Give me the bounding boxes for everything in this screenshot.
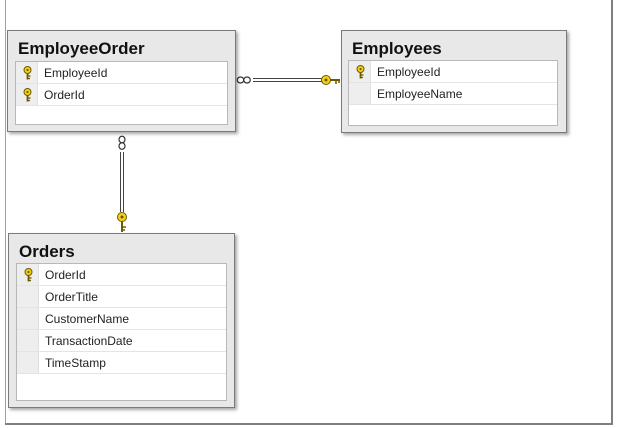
- column-row[interactable]: OrderId: [16, 84, 227, 106]
- column-name: OrderId: [44, 88, 85, 102]
- many-infinity-icon: [236, 76, 251, 84]
- column-name: OrderId: [45, 268, 86, 282]
- primary-key-icon: [24, 268, 33, 282]
- column-row[interactable]: TimeStamp: [17, 352, 226, 374]
- column-list: OrderId OrderTitle CustomerName Transact…: [16, 263, 227, 401]
- column-row[interactable]: TransactionDate: [17, 330, 226, 352]
- canvas-border-right: [611, 0, 613, 424]
- column-row[interactable]: CustomerName: [17, 308, 226, 330]
- table-title: Orders: [19, 242, 75, 261]
- row-selector: [17, 286, 39, 307]
- row-selector: [349, 83, 371, 104]
- table-employeeorder[interactable]: EmployeeOrder EmployeeId OrderId: [7, 30, 236, 132]
- table-employees[interactable]: Employees EmployeeId EmployeeName: [341, 30, 567, 133]
- empty-row: [349, 105, 557, 127]
- column-name: OrderTitle: [45, 290, 98, 304]
- table-title: Employees: [352, 39, 442, 58]
- column-name: TransactionDate: [45, 334, 133, 348]
- many-infinity-icon: [118, 135, 126, 150]
- table-title: EmployeeOrder: [18, 39, 145, 58]
- column-name: TimeStamp: [45, 356, 106, 370]
- column-row[interactable]: OrderTitle: [17, 286, 226, 308]
- primary-key-icon: [23, 66, 32, 80]
- key-icon: [117, 212, 127, 232]
- empty-row: [17, 374, 226, 396]
- primary-key-icon: [23, 88, 32, 102]
- column-name: EmployeeName: [377, 87, 463, 101]
- empty-row: [16, 106, 227, 128]
- column-row[interactable]: OrderId: [17, 264, 226, 286]
- table-orders[interactable]: Orders OrderId OrderTitle CustomerName T…: [8, 233, 235, 408]
- canvas-border-left: [5, 0, 6, 424]
- column-row[interactable]: EmployeeId: [349, 61, 557, 83]
- key-icon: [321, 75, 340, 85]
- column-name: CustomerName: [45, 312, 130, 326]
- column-row[interactable]: EmployeeName: [349, 83, 557, 105]
- column-name: EmployeeId: [44, 66, 108, 80]
- row-selector: [17, 352, 39, 373]
- column-list: EmployeeId EmployeeName: [348, 60, 558, 126]
- column-list: EmployeeId OrderId: [15, 61, 228, 125]
- column-name: EmployeeId: [377, 65, 441, 79]
- row-selector: [17, 308, 39, 329]
- row-selector: [17, 330, 39, 351]
- canvas-border-bottom: [5, 423, 613, 425]
- column-row[interactable]: EmployeeId: [16, 62, 227, 84]
- primary-key-icon: [356, 65, 365, 79]
- relationship-employeeorder-orders[interactable]: [117, 135, 127, 232]
- relationship-employeeorder-employees[interactable]: [236, 75, 340, 85]
